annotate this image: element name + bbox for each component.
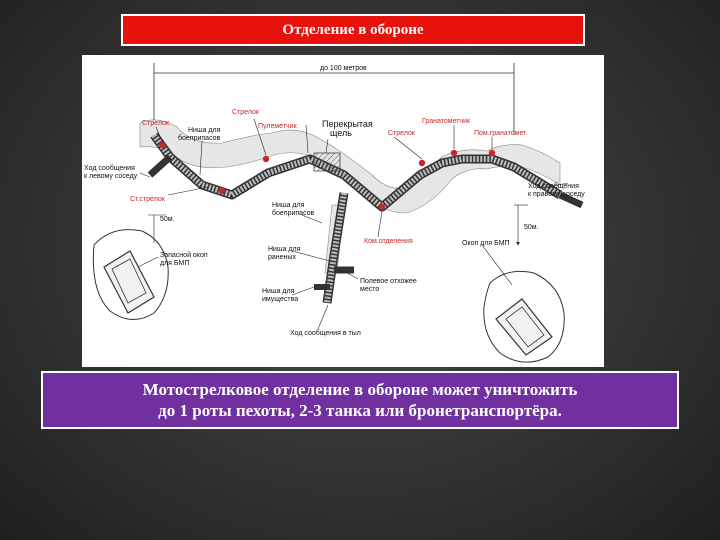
label-dist-50-left: 50м. bbox=[160, 216, 175, 223]
label-nisha-imushchestva: Ниша для имущества bbox=[262, 288, 298, 303]
caption-box: Мотострелковое отделение в обороне может… bbox=[41, 371, 679, 429]
label-strelok-right: Стрелок bbox=[388, 130, 416, 137]
slide-title: Отделение в обороне bbox=[121, 14, 585, 46]
label-zapasnoy-okop: Запасной окоп для БМП bbox=[160, 251, 210, 267]
label-strelok-top: Стрелок bbox=[232, 109, 260, 116]
bmp-spare-trench bbox=[92, 229, 169, 320]
label-kom-otdeleniya: Ком.отделения bbox=[364, 238, 413, 245]
covered-slit bbox=[313, 152, 341, 172]
label-okop-bmp: Окоп для БМП bbox=[462, 240, 510, 247]
marker-pulemetchik bbox=[262, 155, 270, 163]
label-hod-right: Ход сообщения к правому соседу bbox=[528, 182, 585, 198]
label-nisha-boepripasov-mid: Ниша для боеприпасов bbox=[272, 202, 315, 217]
label-polevoe-othozhee: Полевое отхожее место bbox=[360, 278, 419, 293]
marker-pom-granatometchika bbox=[488, 149, 496, 157]
caption-line-2: до 1 роты пехоты, 2-3 танка или бронетра… bbox=[158, 401, 562, 420]
label-nisha-boepripasov-top: Ниша для боеприпасов bbox=[178, 127, 222, 142]
marker-st-strelok bbox=[218, 187, 226, 195]
label-hod-tyl: Ход сообщения в тыл bbox=[290, 329, 361, 337]
marker-strelok-left bbox=[158, 141, 166, 149]
label-strelok-left: Стрелок bbox=[142, 120, 170, 127]
label-granatometchik: Гранатометчик bbox=[422, 118, 471, 125]
label-dist-50-right: 50м. bbox=[524, 224, 539, 231]
marker-granatometchik bbox=[450, 149, 458, 157]
label-hod-left: Ход сообщения к левому соседу bbox=[84, 164, 138, 180]
bmp-main-trench bbox=[483, 270, 565, 363]
distance-label: до 100 метров bbox=[320, 65, 367, 72]
marker-strelok-right bbox=[418, 159, 426, 167]
slide-title-text: Отделение в обороне bbox=[282, 21, 424, 38]
trench-diagram-svg: до 100 метров bbox=[84, 63, 585, 363]
label-perekrytaya-shchel: Перекрытая щель bbox=[322, 119, 375, 138]
label-nisha-ranenyh: Ниша для раненых bbox=[268, 246, 302, 261]
parapet-shading bbox=[139, 119, 561, 274]
marker-kom-otdeleniya bbox=[378, 203, 386, 211]
position-markers bbox=[158, 141, 496, 211]
label-pulemetchik: Пулеметчик bbox=[258, 123, 298, 130]
label-pom-granatometchika: Пом.гранатомет. bbox=[474, 130, 528, 137]
leader-lines bbox=[137, 118, 569, 330]
caption-line-1: Мотострелковое отделение в обороне может… bbox=[142, 380, 578, 399]
defense-diagram: до 100 метров bbox=[82, 55, 604, 367]
label-st-strelok: Ст.стрелок bbox=[130, 196, 166, 203]
